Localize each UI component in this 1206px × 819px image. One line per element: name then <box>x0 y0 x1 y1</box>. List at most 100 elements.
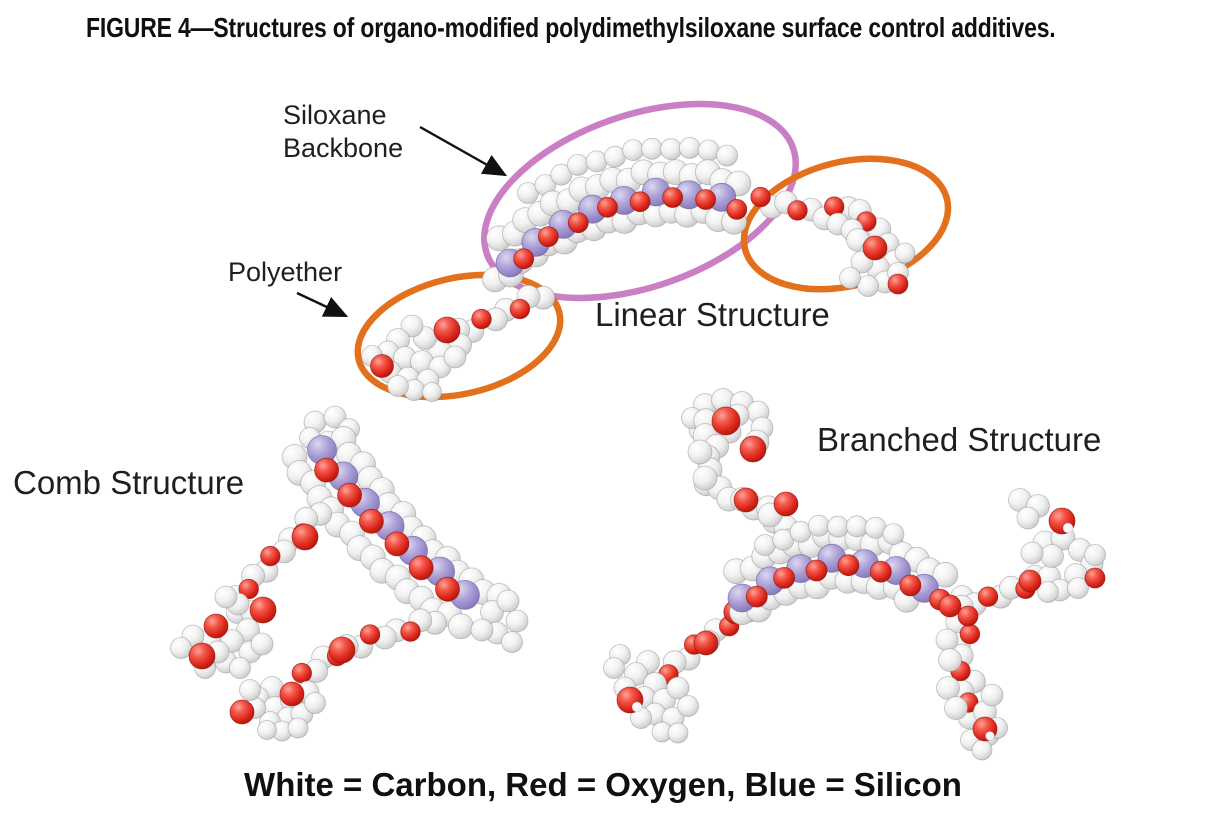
atom-o <box>726 198 748 220</box>
atom-c <box>857 275 879 297</box>
atom-c <box>660 138 682 161</box>
atom-c <box>666 676 690 700</box>
atom-o <box>869 560 892 583</box>
atom-c <box>287 717 309 739</box>
atom-c <box>603 657 625 679</box>
atom-o <box>337 482 363 508</box>
atom-c <box>754 534 776 556</box>
atom-c <box>894 242 916 264</box>
label-siloxane-line1: Siloxane <box>283 100 387 130</box>
atom-c <box>697 139 720 162</box>
atom-c <box>980 683 1004 707</box>
atom-o <box>787 200 808 221</box>
atom-c <box>641 137 663 160</box>
atom-c <box>846 515 868 538</box>
atom-o <box>739 435 767 463</box>
atom-c <box>932 561 959 588</box>
atom-c <box>1067 577 1089 599</box>
atom-c <box>257 720 277 740</box>
atom-h <box>985 731 995 741</box>
atom-o <box>693 630 719 656</box>
atom-o <box>662 187 683 208</box>
atom-o <box>359 624 381 645</box>
atom-c <box>229 657 251 679</box>
atom-c <box>447 613 474 640</box>
atom-o <box>750 186 771 208</box>
atom-c <box>550 163 573 186</box>
color-legend: White = Carbon, Red = Oxygen, Blue = Sil… <box>244 766 962 803</box>
atom-c <box>622 139 644 162</box>
atom-c <box>214 585 238 609</box>
label-siloxane-line2: Backbone <box>283 132 404 163</box>
atom-c <box>501 631 523 653</box>
atom-o <box>229 699 255 725</box>
atom-c <box>687 439 713 465</box>
atom-c <box>496 589 520 613</box>
atom-o <box>959 623 981 645</box>
atom-c <box>827 515 849 538</box>
atom-c <box>470 618 494 642</box>
atom-o <box>773 491 799 517</box>
atom-o <box>384 531 410 557</box>
atom-o <box>977 586 999 607</box>
atom-o <box>899 574 922 597</box>
atom-o <box>837 554 860 577</box>
label-linear-structure: Linear Structure <box>595 296 830 333</box>
atom-o <box>400 621 421 642</box>
atom-o <box>1084 567 1106 589</box>
atom-c <box>936 676 960 700</box>
atom-o <box>509 298 531 320</box>
atom-c <box>422 382 442 402</box>
atom-o <box>408 555 434 581</box>
atom-o <box>435 576 460 602</box>
atom-c <box>567 153 589 176</box>
annotations-front <box>296 125 508 318</box>
atom-c <box>839 267 861 289</box>
label-siloxane-backbone: Siloxane Backbone <box>283 99 403 165</box>
siloxane-backbone-arrow <box>419 125 508 177</box>
linear-structure-model <box>361 136 916 402</box>
atom-c <box>882 523 905 545</box>
atom-o <box>249 596 277 624</box>
atom-c <box>304 692 326 714</box>
polyether-left-ellipse <box>354 271 564 401</box>
atom-o <box>203 613 229 639</box>
atom-o <box>711 406 741 436</box>
atom-c <box>239 679 261 701</box>
atom-o <box>629 191 651 213</box>
atom-o <box>567 212 589 234</box>
atom-o <box>537 226 559 248</box>
atom-c <box>938 648 962 672</box>
atom-c <box>678 136 701 159</box>
atom-c <box>944 696 968 720</box>
atom-o <box>291 662 312 684</box>
branched-structure-model <box>603 388 1106 761</box>
atom-o <box>773 567 795 589</box>
atom-c <box>250 632 274 656</box>
atom-o <box>238 578 259 600</box>
atom-o <box>328 636 356 664</box>
atom-c <box>716 144 738 167</box>
atom-o <box>1018 569 1042 593</box>
atom-o <box>695 189 716 210</box>
atom-o <box>862 235 888 261</box>
atom-o <box>358 508 384 534</box>
atom-c <box>677 695 699 717</box>
label-polyether: Polyether <box>228 257 343 287</box>
atom-c <box>387 375 409 397</box>
atom-h <box>1062 522 1074 534</box>
atom-c <box>585 150 608 173</box>
figure-title: FIGURE 4—Structures of organo-modified p… <box>86 12 1056 43</box>
atom-c <box>1084 544 1106 566</box>
atom-o <box>597 196 618 218</box>
atom-o <box>279 681 305 707</box>
atom-c <box>935 628 959 652</box>
atom-c <box>807 514 830 537</box>
atom-o <box>805 559 828 582</box>
label-branched-structure: Branched Structure <box>817 421 1102 458</box>
atom-c <box>1037 581 1059 603</box>
atom-o <box>370 354 394 378</box>
atom-c <box>971 739 993 761</box>
atom-o <box>745 585 768 608</box>
